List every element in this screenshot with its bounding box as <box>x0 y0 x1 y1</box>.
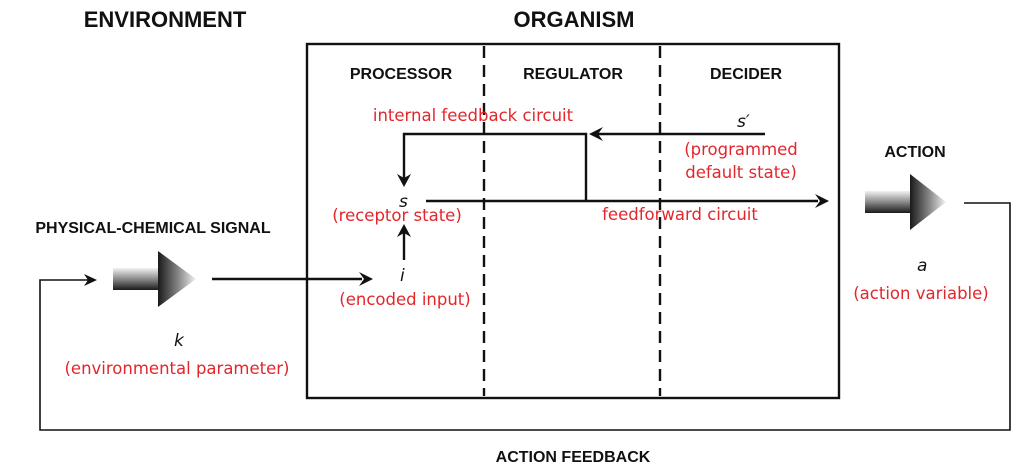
action-variable-label: (action variable) <box>853 284 988 303</box>
signal-input-arrowhead <box>359 272 373 286</box>
regulator-label: REGULATOR <box>523 66 623 83</box>
s-prime-variable: s′ <box>737 112 750 132</box>
encoded-input-label: (encoded input) <box>339 290 470 309</box>
receptor-state-label: (receptor state) <box>332 206 462 225</box>
physical-chemical-signal-heading: PHYSICAL-CHEMICAL SIGNAL <box>35 220 270 237</box>
action-feedback-line <box>39 202 1011 431</box>
environmental-parameter-label: (environmental parameter) <box>64 359 289 378</box>
signal-arrow-shaft <box>113 268 158 290</box>
action-arrow-head <box>910 174 946 230</box>
action-heading: ACTION <box>884 144 945 161</box>
environment-heading: ENVIRONMENT <box>84 7 247 32</box>
i-variable: i <box>400 266 405 286</box>
organism-box <box>305 42 841 400</box>
a-variable: a <box>917 256 927 276</box>
feedforward-arrowhead <box>815 194 829 208</box>
programmed-label-line1: (programmed <box>684 140 798 159</box>
default-state-arrowhead <box>589 127 603 141</box>
s-variable: s <box>399 192 408 212</box>
internal-feedback-arrowhead <box>397 174 411 187</box>
input-to-receptor-arrowhead <box>397 224 411 237</box>
organism-heading: ORGANISM <box>514 7 635 32</box>
feedforward-label: feedforward circuit <box>602 205 758 224</box>
processor-label: PROCESSOR <box>350 66 453 83</box>
programmed-label-line2: default state) <box>685 163 797 182</box>
action-feedback-arrowhead <box>84 274 97 286</box>
decider-label: DECIDER <box>710 66 782 83</box>
internal-feedback-label: internal feedback circuit <box>373 106 574 125</box>
internal-feedback-line <box>402 132 588 201</box>
k-variable: k <box>174 331 185 351</box>
action-feedback-heading: ACTION FEEDBACK <box>496 449 651 466</box>
action-arrow-shaft <box>865 191 910 213</box>
signal-arrow-head <box>158 251 196 307</box>
